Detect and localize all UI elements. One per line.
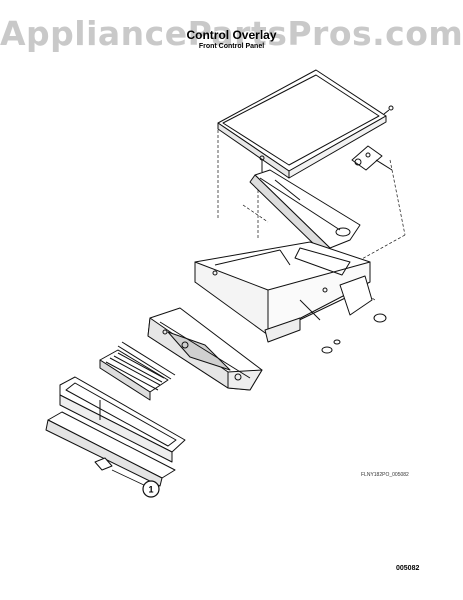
overlay-frame [59,376,186,463]
control-panel-body [147,307,263,391]
watermark: AppliancePartsPros.com [0,14,463,53]
main-chassis [194,241,373,343]
screw-icon [383,105,394,115]
top-cover-panel [217,69,387,179]
knob-fastener [321,313,387,354]
hinge-bracket [351,145,393,171]
overlay-label-panel [45,411,176,487]
diagram-title: Control Overlay [186,28,277,42]
keypad-assembly [99,341,176,401]
callout-leader [111,469,147,487]
control-housing-strip [249,155,361,251]
callout-number: 1 [148,485,153,495]
figure-reference: FLNY182PO_005082 [361,472,409,478]
callout-circle [142,480,160,498]
diagram-subtitle: Front Control Panel [198,43,265,50]
page-reference: 005082 [396,565,420,572]
